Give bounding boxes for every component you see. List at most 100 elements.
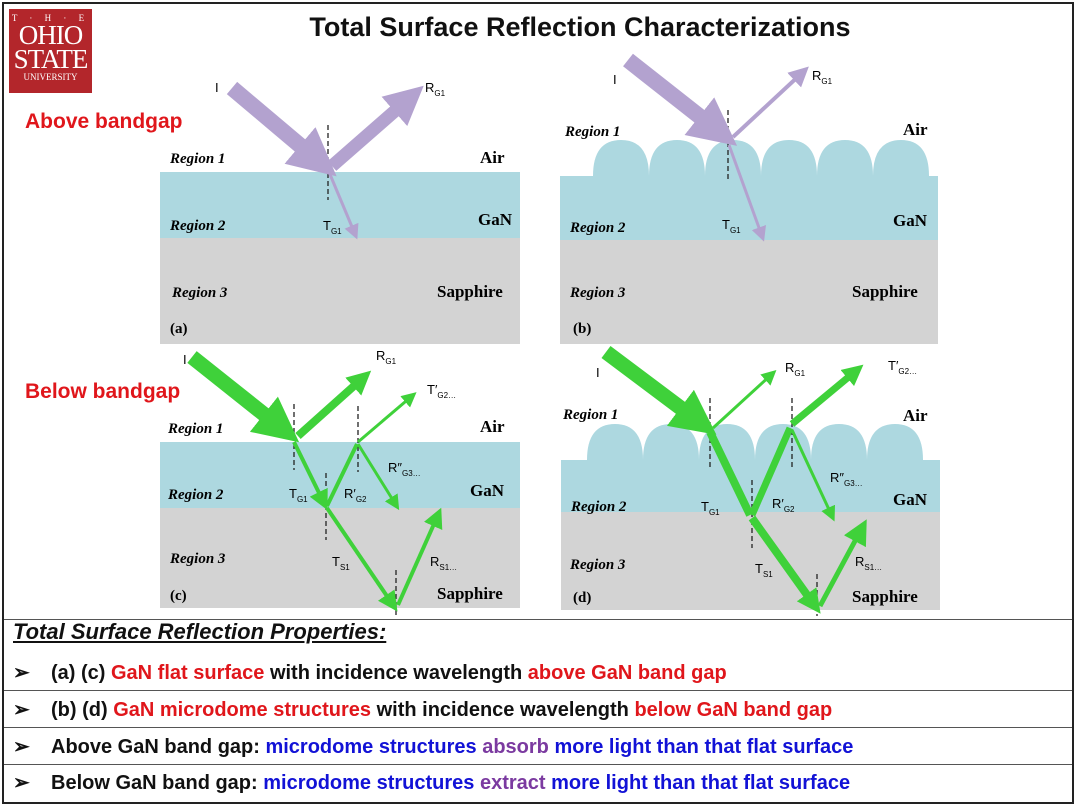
region-3-label: Region 3 [569,557,626,573]
region-3-label: Region 3 [171,285,228,301]
air-label: Air [903,406,928,425]
escaping-beam [789,364,864,427]
region-1-label: Region 1 [564,124,620,140]
t-g1-label: TG1 [722,217,741,235]
bullet-1: ➢ (a) (c) GaN flat surface with incidence… [13,660,727,685]
bullet-arrow-icon: ➢ [13,772,30,794]
bullet-1-mid: with incidence wavelength [264,662,528,684]
sapphire-reflected-beam [396,507,443,606]
region-2-label: Region 2 [169,218,226,234]
sapphire-reflected-beam [817,519,867,608]
reflected-beam-gan [325,443,359,507]
escaping-beam [357,392,417,444]
gan-layer [160,172,520,238]
r-s1-label: RS1… [430,554,457,572]
panel-b: I RG1 TG1 Region 1 Region 2 Region 3 Air… [560,53,938,344]
transmitted-beam-gan [292,441,328,511]
properties-title: Total Surface Reflection Properties: [13,619,387,644]
bullet-2-highlight-2: below GaN band gap [634,699,833,721]
r-prime-g2-label: R′G2 [344,486,367,504]
divider [4,764,1072,765]
gan-microdome-layer [560,140,938,240]
bullet-3: ➢Above GaN band gap: microdome structure… [13,734,853,759]
incident-beam [226,81,337,177]
r-prime-g2-label: R′G2 [772,496,795,514]
incident-beam [601,346,717,435]
t-prime-g2-label: T′G2… [888,358,917,376]
logo-line-3: STATE [13,44,89,74]
bullet-3-prefix: Above GaN band gap: [51,736,266,758]
t-s1-label: TS1 [755,561,773,579]
region-3-label: Region 3 [569,285,626,301]
logo-line-2: OHIO [18,20,84,50]
region-2-label: Region 2 [167,487,224,503]
slide-title: Total Surface Reflection Characterizatio… [309,12,851,42]
bullet-4: ➢Below GaN band gap: microdome structure… [13,770,850,795]
region-2-label: Region 2 [570,499,627,515]
region-1-label: Region 1 [167,421,223,437]
bullet-2: ➢(b) (d) GaN microdome structures with i… [13,697,832,722]
sapphire-label: Sapphire [852,282,918,301]
air-label: Air [480,148,505,167]
t-prime-g2-label: T′G2… [427,382,456,400]
sapphire-layer [160,238,520,344]
r-double-prime-g3-label: R″G3… [388,460,421,478]
incident-beam [187,351,300,443]
logo-line-4: UNIVERSITY [23,72,78,82]
reflected-beam [295,370,372,439]
panel-a-label: (a) [170,321,188,337]
sapphire-label: Sapphire [437,282,503,301]
panel-c: I RG1 T′G2… R″G3… TG1 R′G2 TS1 RS1… Regi… [160,348,520,615]
bullet-arrow-icon: ➢ [13,736,30,758]
region-1-label: Region 1 [562,407,618,423]
panel-b-label: (b) [573,321,591,337]
region-3-label: Region 3 [169,551,226,567]
sapphire-label: Sapphire [437,584,503,603]
reflection-diagram: I RG1 TG1 Region 1 Region 2 Region 3 Air… [160,53,940,616]
r-g1-label: RG1 [376,348,397,366]
ohio-state-logo: T · H · E OHIO STATE UNIVERSITY [9,9,92,93]
t-s1-label: TS1 [332,554,350,572]
rereflected-beam [356,443,400,511]
r-double-prime-g3-label: R″G3… [830,470,863,488]
sapphire-transmitted-beam [325,506,398,612]
bullet-arrow-icon: ➢ [13,662,30,684]
divider [4,619,1072,620]
t-g1-label: TG1 [289,486,308,504]
bullet-1-highlight-2: above GaN band gap [527,662,727,684]
bullet-4-blue-2: more light than that flat surface [545,772,851,794]
bullet-1-prefix: (a) (c) [51,662,111,684]
gan-label: GaN [893,490,928,509]
panel-d-label: (d) [573,590,591,606]
incident-label: I [183,352,187,367]
gan-label: GaN [470,481,505,500]
below-bandgap-label: Below bandgap [25,380,181,403]
incident-label: I [215,80,219,95]
incident-beam [623,53,738,146]
logo-line-1: T · H · E [11,13,90,23]
reflected-beam [327,85,424,171]
t-g1-label: TG1 [323,218,342,236]
bullet-4-prefix: Below GaN band gap: [51,772,264,794]
gan-microdome-layer [561,424,940,512]
air-label: Air [480,417,505,436]
panel-a: I RG1 TG1 Region 1 Region 2 Region 3 Air… [160,80,520,344]
transmitted-beam [327,171,359,240]
reflected-beam-gan [748,426,794,517]
bullet-arrow-icon: ➢ [13,699,30,721]
sapphire-transmitted-beam [748,515,821,614]
panel-d: I RG1 T′G2… R″G3… TG1 R′G2 TS1 RS1… Regi… [561,346,940,616]
panel-c-label: (c) [170,588,187,604]
transmitted-beam-gan [706,430,754,517]
gan-label: GaN [478,210,513,229]
reflected-beam [711,369,777,430]
bullet-3-blue-2: more light than that flat surface [548,736,854,758]
rereflected-beam [790,429,836,522]
r-g1-label: RG1 [425,80,446,98]
reflected-beam [731,66,809,139]
r-g1-label: RG1 [812,68,833,86]
bullet-3-purple: absorb [482,736,549,758]
bullet-4-purple: extract [479,772,546,794]
bullet-1-highlight-1: GaN flat surface [111,662,265,684]
